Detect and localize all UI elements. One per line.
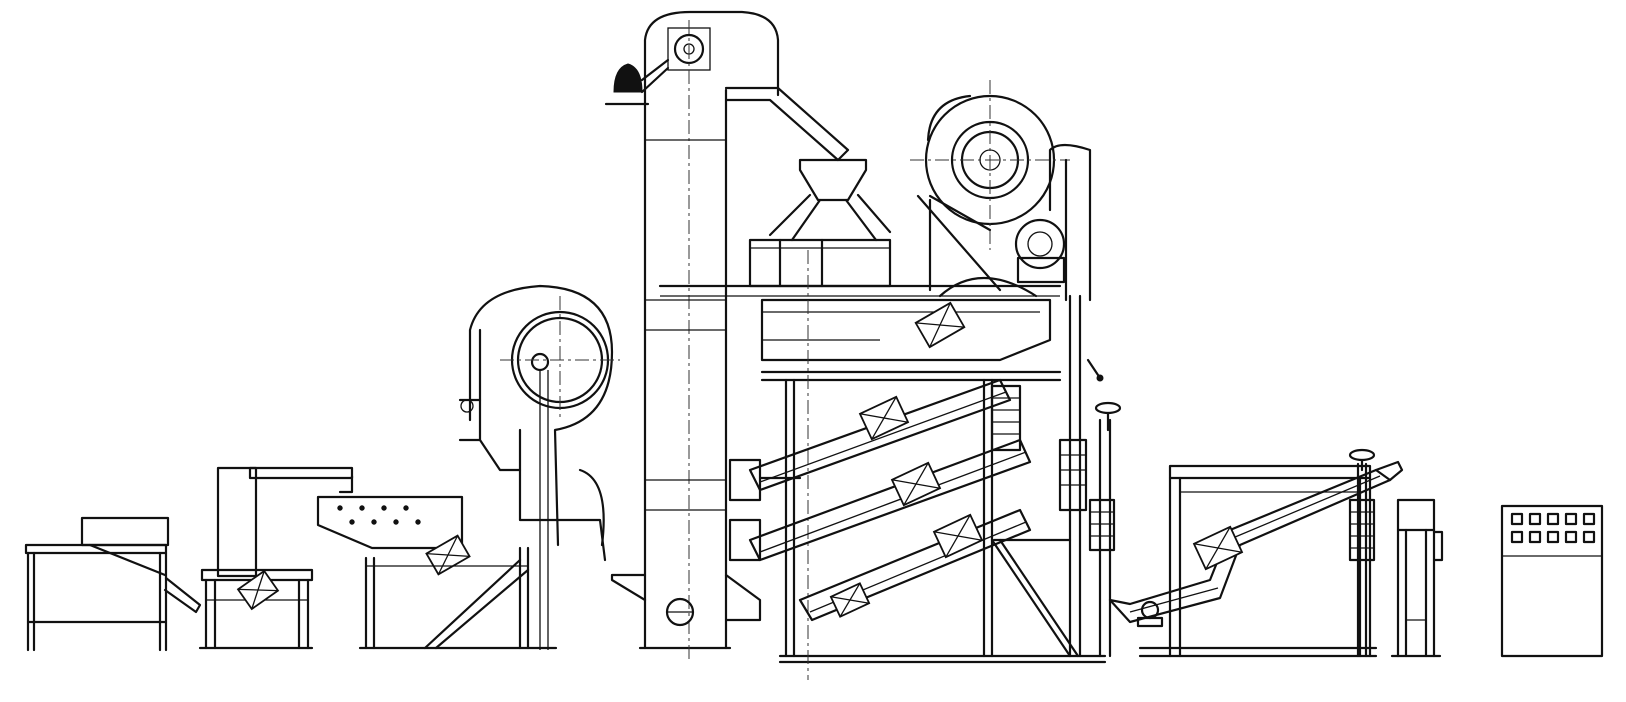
handwheel-icon [1094,401,1122,432]
separator-tower [658,80,1122,680]
vibration-motor-icon [425,534,471,576]
bucket-elevator [604,10,850,660]
indicator-lights [1510,512,1596,544]
control-cabinet [1500,504,1604,658]
vibration-motor-icon [829,582,871,618]
spring-stack [1348,462,1376,658]
vibration-motor-icon [236,569,280,611]
screen-holes [337,505,421,525]
vibration-motor-icon [858,395,910,441]
vibration-motor-icon [890,461,942,507]
spring-stack [990,384,1116,552]
vibration-motor-icon [1192,525,1244,571]
huller-machine [198,466,354,650]
bagging-stand [1390,498,1444,658]
vibration-motor-icon [932,513,984,559]
final-screen [1108,448,1404,658]
handwheel-icon [1348,448,1376,472]
aspirator-screen [316,284,620,650]
feed-table [24,516,202,652]
drive-motor-icon [604,58,670,106]
vibration-motor-icon [914,301,966,349]
